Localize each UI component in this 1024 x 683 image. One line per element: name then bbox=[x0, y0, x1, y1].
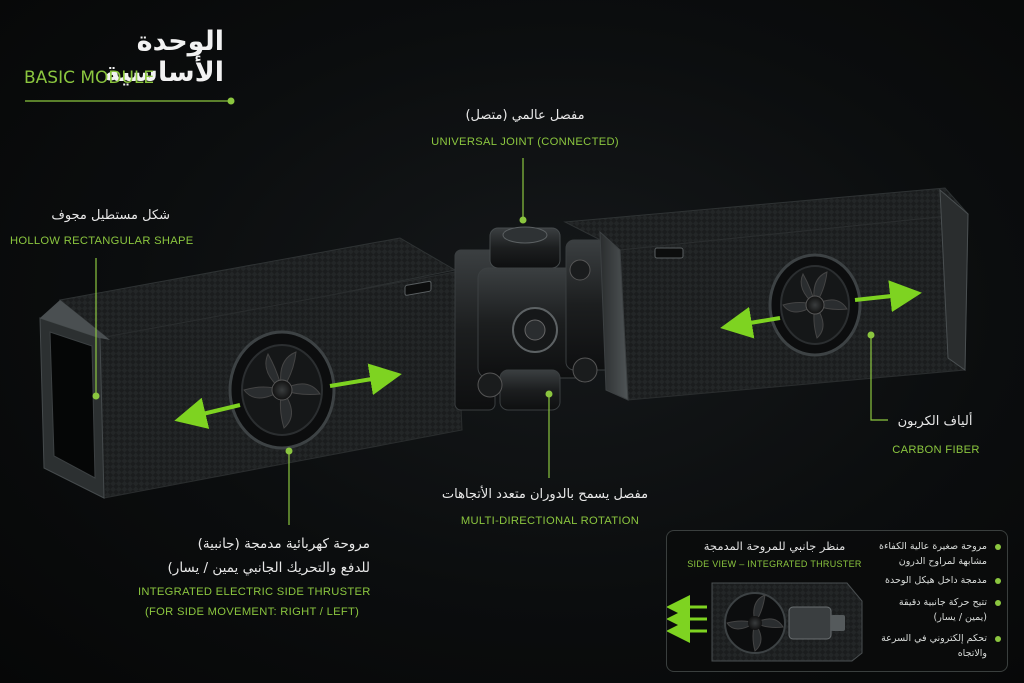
feature-line: (يمين / يسار) bbox=[933, 612, 988, 623]
side-view-panel: منظر جانبي للمروحة المدمجة SIDE VIEW – I… bbox=[666, 530, 1008, 672]
left-movement-arrows bbox=[174, 363, 402, 429]
leader-lines bbox=[25, 100, 888, 525]
feature-line: مروحة صغيرة عالية الكفاءة bbox=[878, 541, 987, 552]
feature-line: والاتجاه bbox=[957, 648, 987, 659]
page-title-english: BASIC MODULE bbox=[24, 68, 155, 88]
hollow-shape-label-ar: شكل مستطيل مجوف bbox=[51, 208, 170, 223]
rotation-label-ar: مفصل يسمح بالدوران متعدد الأتجاهات bbox=[441, 487, 649, 502]
bullet-icon bbox=[995, 544, 1001, 550]
right-fan-icon bbox=[768, 253, 862, 357]
rotation-label-en: MULTI-DIRECTIONAL ROTATION bbox=[460, 515, 640, 527]
universal-joint-label-en: UNIVERSAL JOINT (CONNECTED) bbox=[431, 136, 619, 148]
list-item: تتيح حركة جانبية دقيقة (يمين / يسار) bbox=[872, 595, 1001, 631]
feature-list: مروحة صغيرة عالية الكفاءة مشابهة لمراوح … bbox=[872, 539, 1001, 665]
feature-line: تحكم إلكتروني في السرعة bbox=[881, 633, 987, 644]
carbon-fiber-label-ar: ألياف الكربون bbox=[897, 414, 973, 429]
universal-joint bbox=[454, 226, 617, 411]
universal-joint-label-ar: مفصل عالمي (متصل) bbox=[465, 108, 585, 123]
thruster-label-en-line2: (FOR SIDE MOVEMENT: RIGHT / LEFT) bbox=[145, 606, 360, 618]
feature-line: مشابهة لمراوح الدرون bbox=[898, 556, 987, 567]
side-view-title-ar: منظر جانبي للمروحة المدمجة bbox=[703, 539, 846, 553]
feature-line: تتيح حركة جانبية دقيقة bbox=[898, 597, 987, 608]
list-item: مدمجة داخل هيكل الوحدة bbox=[872, 573, 1001, 595]
side-view-title-en: SIDE VIEW – INTEGRATED THRUSTER bbox=[687, 559, 862, 569]
carbon-fiber-label-en: CARBON FIBER bbox=[892, 444, 980, 456]
feature-line: مدمجة داخل هيكل الوحدة bbox=[885, 575, 987, 586]
side-view-illustration bbox=[667, 582, 863, 662]
hollow-shape-label-en: HOLLOW RECTANGULAR SHAPE bbox=[10, 235, 194, 247]
bullet-icon bbox=[995, 600, 1001, 606]
leader-dots bbox=[92, 97, 875, 455]
right-movement-arrows bbox=[720, 280, 922, 339]
left-fan-icon bbox=[228, 330, 336, 450]
list-item: مروحة صغيرة عالية الكفاءة مشابهة لمراوح … bbox=[872, 539, 1001, 573]
list-item: تحكم إلكتروني في السرعة والاتجاه bbox=[872, 631, 1001, 665]
thruster-label-ar-line2: للدفع والتحريك الجانبي يمين / يسار) bbox=[167, 560, 370, 576]
bullet-icon bbox=[995, 636, 1001, 642]
thruster-label-en-line1: INTEGRATED ELECTRIC SIDE THRUSTER bbox=[138, 586, 371, 598]
thruster-label-ar-line1: مروحة كهربائية مدمجة (جانبية) bbox=[197, 536, 370, 552]
page-title-arabic: الوحدة الأساسية bbox=[104, 26, 224, 88]
bullet-icon bbox=[995, 578, 1001, 584]
